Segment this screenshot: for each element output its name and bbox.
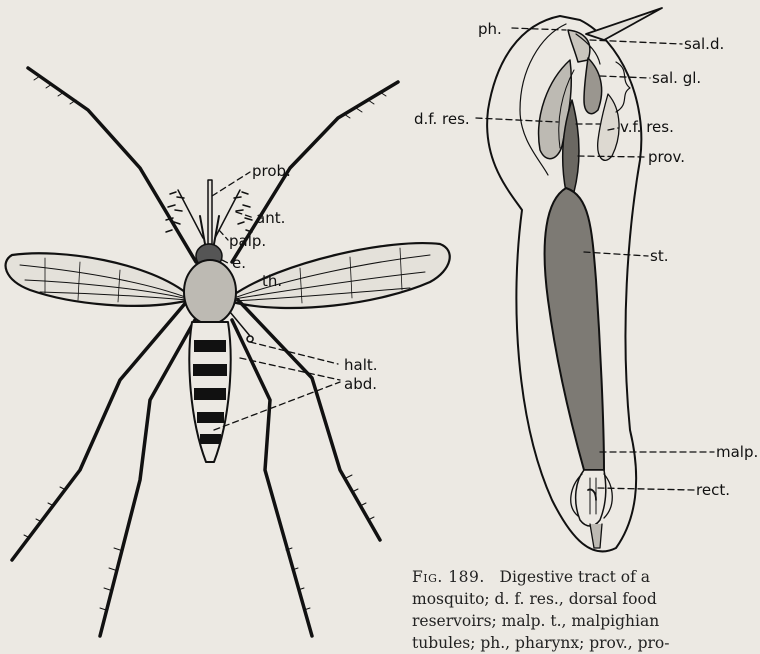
reservoir-lobes (616, 62, 630, 112)
label-th: th. (262, 272, 282, 290)
mosquito-illustration (6, 68, 450, 636)
figure-caption: Fig. 189. Digestive tract of a mosquito;… (412, 566, 760, 654)
label-abd: abd. (344, 375, 377, 393)
label-ph: ph. (478, 20, 502, 38)
thorax (184, 260, 236, 324)
mouthpart (586, 8, 662, 40)
label-prov: prov. (648, 148, 685, 166)
proboscis (208, 180, 212, 244)
label-vf-res: v.f. res. (620, 118, 674, 136)
label-sal-d: sal.d. (684, 35, 724, 53)
label-prob: prob. (252, 162, 291, 180)
label-df-res: d.f. res. (414, 110, 470, 128)
abdomen (189, 322, 230, 462)
label-ant: ant. (256, 209, 285, 227)
digestive-tract-illustration (476, 8, 714, 551)
caption-line-3: reservoirs; malp. t., malpighian (412, 610, 760, 632)
left-wing (6, 253, 190, 306)
caption-line-1: Fig. 189. Digestive tract of a (412, 566, 760, 588)
caption-line-2: mosquito; d. f. res., dorsal food (412, 588, 760, 610)
caption-text-1: Digestive tract of a (500, 568, 650, 586)
caption-line-4: tubules; ph., pharynx; prov., pro- (412, 632, 760, 654)
label-palp: palp. (229, 232, 266, 250)
label-rect: rect. (696, 481, 730, 499)
label-halt: halt. (344, 356, 378, 374)
stomach (545, 188, 604, 470)
label-malp-t: malp. t. (716, 443, 760, 461)
malpighian-tubules (571, 470, 613, 526)
label-sal-gl: sal. gl. (652, 69, 701, 87)
figure-number: Fig. 189. (412, 568, 485, 586)
label-st: st. (650, 247, 668, 265)
salivary-glands (584, 58, 602, 114)
rectum (590, 524, 602, 548)
label-e: e. (232, 254, 246, 272)
figure-canvas: prob. ant. palp. e. th. halt. abd. (0, 0, 760, 638)
ventral-food-reservoir (598, 94, 619, 160)
